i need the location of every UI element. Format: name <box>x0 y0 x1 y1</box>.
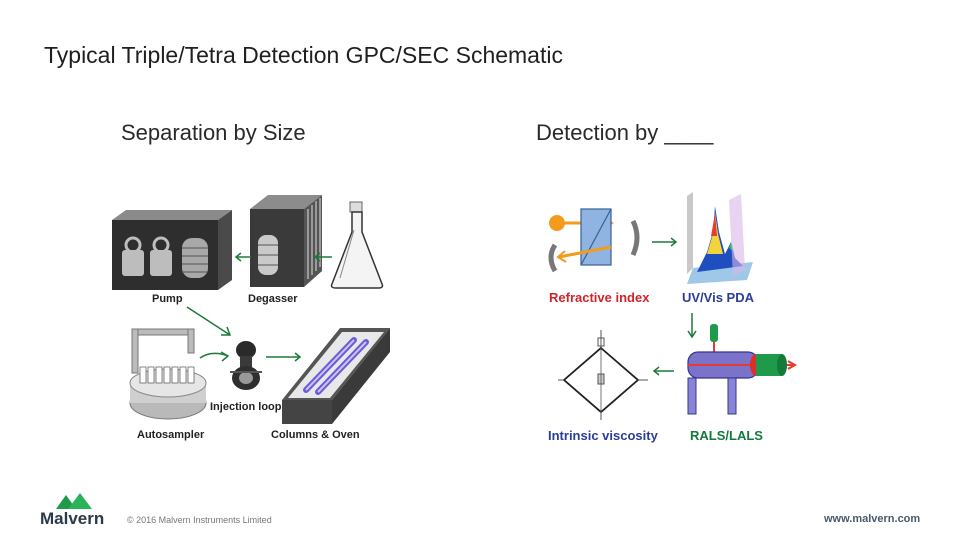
arrow-ri-to-uv <box>652 237 678 247</box>
pump-reservoir-icon <box>182 238 208 278</box>
viscometer-bridge-illustration <box>558 330 648 420</box>
arrow-degasser-to-pump <box>234 252 251 262</box>
arrow-rals-to-viscometer <box>652 366 674 376</box>
refractive-index-label: Refractive index <box>549 290 650 305</box>
arrow-uv-to-rals <box>687 313 697 339</box>
detection-heading: Detection by ____ <box>536 120 714 145</box>
injection-loop-label: Injection loop <box>210 401 282 413</box>
refractive-index-illustration <box>548 208 640 273</box>
brand-wordmark: Malvern <box>40 509 105 528</box>
autosampler-illustration <box>129 328 207 420</box>
website-link[interactable]: www.malvern.com <box>824 513 921 525</box>
intrinsic-viscosity-label: Intrinsic viscosity <box>548 428 658 443</box>
separation-heading: Separation by Size <box>121 120 306 145</box>
copyright-text: © 2016 Malvern Instruments Limited <box>127 515 272 525</box>
solvent-flask-icon <box>330 201 384 289</box>
degasser-illustration <box>250 195 322 287</box>
pump-label: Pump <box>152 293 183 305</box>
arrow-flask-to-degasser <box>313 252 332 262</box>
slide-title: Typical Triple/Tetra Detection GPC/SEC S… <box>44 42 563 68</box>
rals-lals-illustration <box>687 324 798 415</box>
rals-lals-label: RALS/LALS <box>690 428 763 443</box>
columns-oven-label: Columns & Oven <box>271 429 360 441</box>
uv-vis-pda-illustration <box>687 192 753 284</box>
malvern-logo-icon <box>56 493 92 509</box>
pump-illustration <box>112 210 232 290</box>
arrow-autosampler-to-injection <box>199 351 230 362</box>
uv-vis-pda-label: UV/Vis PDA <box>682 290 755 305</box>
injection-valve-icon <box>230 341 262 390</box>
autosampler-label: Autosampler <box>137 429 205 441</box>
arrow-injection-to-columns <box>266 352 302 362</box>
degasser-label: Degasser <box>248 293 298 305</box>
arrow-pump-to-injection <box>186 306 232 336</box>
column-tubes-icon <box>303 337 369 395</box>
pump-head-icon <box>122 236 172 276</box>
columns-oven-illustration <box>282 328 390 424</box>
